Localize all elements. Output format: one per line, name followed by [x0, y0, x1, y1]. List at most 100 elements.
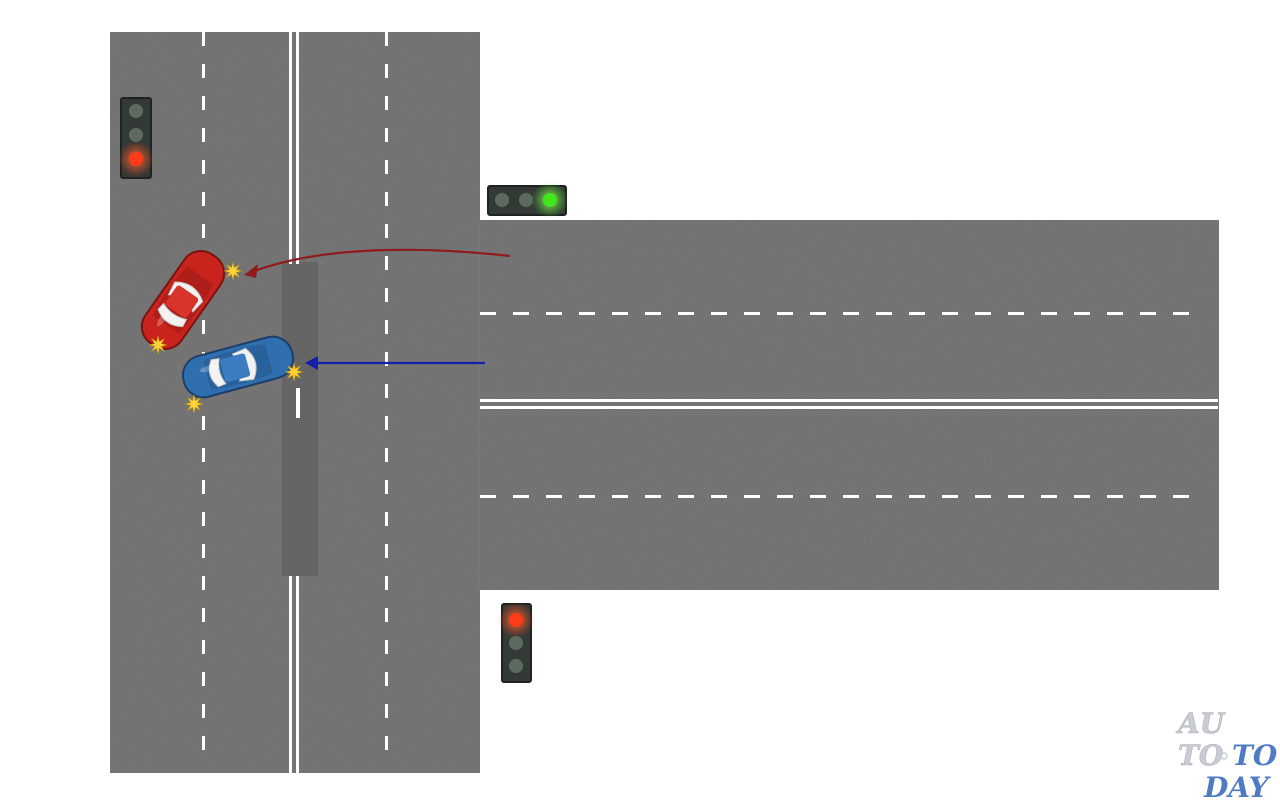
lane-dash	[202, 224, 205, 238]
lane-dash	[385, 64, 388, 78]
lane-dash	[579, 312, 595, 315]
lane-dash	[385, 160, 388, 174]
lane-dash	[810, 495, 826, 498]
lane-dash	[513, 312, 529, 315]
lane-dash	[843, 495, 859, 498]
lane-dash	[202, 672, 205, 686]
lane-dash	[1008, 495, 1024, 498]
center-double-line-bottom-left	[289, 576, 292, 773]
arrow-icon	[305, 356, 485, 370]
lane-dash	[385, 640, 388, 654]
dashed-line-horizontal-bottom	[480, 495, 1189, 498]
lane-dash	[645, 495, 661, 498]
impact-star-icon	[223, 261, 243, 281]
lane-dash	[385, 608, 388, 622]
lane-dash	[202, 512, 205, 526]
logo-dot-icon	[1220, 752, 1228, 760]
lane-dash	[202, 640, 205, 654]
lane-dash	[843, 312, 859, 315]
lane-dash	[612, 495, 628, 498]
impact-star-icon	[184, 394, 204, 414]
lane-dash	[744, 495, 760, 498]
traffic-light-icon	[498, 602, 534, 683]
lane-dash	[513, 495, 529, 498]
lane-dash	[876, 495, 892, 498]
lane-dash	[202, 64, 205, 78]
arrow-icon	[244, 248, 511, 278]
lane-dash	[1173, 495, 1189, 498]
lane-dash	[202, 128, 205, 142]
lane-dash	[385, 96, 388, 110]
lane-dash	[202, 32, 205, 46]
blue-car-trajectory	[305, 356, 485, 370]
lane-dash	[202, 192, 205, 206]
median-gap	[282, 262, 318, 576]
red-car	[140, 250, 226, 350]
lane-dash	[876, 312, 892, 315]
lane-dash	[1173, 312, 1189, 315]
lane-dash	[975, 312, 991, 315]
lane-dash	[645, 312, 661, 315]
impact-markers	[148, 261, 304, 414]
lane-dash	[385, 352, 388, 366]
lane-dash	[678, 312, 694, 315]
lane-dash	[385, 288, 388, 302]
lane-dash	[385, 480, 388, 494]
lane-dash	[1041, 312, 1057, 315]
lane-dash	[385, 416, 388, 430]
lane-dash	[385, 384, 388, 398]
lane-dash	[202, 320, 205, 334]
logo-line-2b: TO	[1232, 739, 1278, 772]
lane-dash	[546, 312, 562, 315]
traffic-light-east	[487, 182, 568, 218]
center-double-line-top-right	[296, 32, 299, 264]
lane-dash	[202, 416, 205, 430]
lane-dash	[909, 495, 925, 498]
lane-dash	[810, 312, 826, 315]
lane-dash	[909, 312, 925, 315]
lane-dash	[385, 448, 388, 462]
lane-dash	[711, 495, 727, 498]
traffic-light-north	[118, 97, 154, 179]
lane-dash	[202, 704, 205, 718]
lane-dash	[1041, 495, 1057, 498]
logo-line-3: DAY	[1203, 771, 1272, 804]
lane-dash	[1107, 312, 1123, 315]
traffic-light-south	[498, 602, 534, 683]
watermark-logo: AU TO TO DAY	[1175, 707, 1278, 804]
lane-dash	[202, 576, 205, 590]
lane-dash	[777, 495, 793, 498]
center-line-stub	[296, 388, 300, 418]
lane-dash	[1074, 312, 1090, 315]
lane-dash	[202, 96, 205, 110]
lane-dash	[385, 256, 388, 270]
lane-dash	[975, 495, 991, 498]
lane-dash	[1140, 495, 1156, 498]
impact-star-icon	[284, 362, 304, 382]
dashed-line-vertical-right	[385, 32, 388, 750]
lane-dash	[942, 312, 958, 315]
lane-dash	[385, 672, 388, 686]
dashed-line-horizontal-top	[480, 312, 1189, 315]
lane-dash	[612, 312, 628, 315]
lane-dash	[711, 312, 727, 315]
lane-dash	[1074, 495, 1090, 498]
center-double-line-bottom-right	[296, 576, 299, 773]
lane-dash	[385, 576, 388, 590]
lane-dash	[385, 192, 388, 206]
road-texture-horizontal	[478, 220, 1219, 590]
lane-dash	[385, 320, 388, 334]
lane-dash	[385, 736, 388, 750]
lane-dash	[777, 312, 793, 315]
horizontal-center-line-top	[480, 399, 1218, 402]
lane-dash	[744, 312, 760, 315]
lane-dash	[678, 495, 694, 498]
traffic-light-icon	[118, 97, 154, 179]
lane-dash	[202, 608, 205, 622]
lane-dash	[385, 128, 388, 142]
lane-dash	[546, 495, 562, 498]
car-icon	[140, 250, 226, 350]
lane-dash	[942, 495, 958, 498]
lane-dash	[579, 495, 595, 498]
